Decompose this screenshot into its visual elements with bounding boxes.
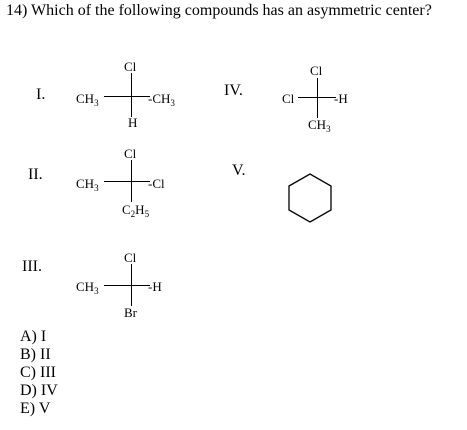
compound-ii-numeral: II. — [28, 166, 43, 183]
compound-iii-bottom: Br — [124, 305, 137, 320]
answer-d[interactable]: D) IV — [20, 382, 58, 399]
compound-v-numeral: V. — [232, 162, 246, 179]
answer-e[interactable]: E) V — [20, 400, 51, 417]
compound-iii-hbond — [104, 285, 150, 286]
compound-iv-bottom: CH3 — [308, 117, 331, 134]
compound-i-bottom: H — [128, 115, 138, 130]
compound-ii-top: Cl — [124, 146, 137, 161]
compound-iii-numeral: III. — [22, 258, 42, 275]
compound-iii-left: CH3 — [76, 279, 99, 296]
compound-ii-left: CH3 — [76, 176, 99, 193]
answer-c[interactable]: C) III — [20, 364, 56, 381]
compound-i-vbond — [131, 73, 132, 117]
answer-b[interactable]: B) II — [20, 346, 51, 363]
compound-iv-left: Cl — [282, 91, 295, 106]
compound-ii-right: -Cl — [148, 176, 165, 191]
compound-iv-right: -H — [334, 91, 348, 106]
compound-i-top: Cl — [124, 59, 137, 74]
compound-i-hbond — [104, 96, 150, 97]
compound-iv-top: Cl — [310, 63, 323, 78]
answer-a[interactable]: A) I — [20, 328, 47, 345]
compound-iii-top: Cl — [124, 250, 137, 265]
compound-ii-hbond — [104, 181, 150, 182]
compound-iii-right: -H — [148, 279, 162, 294]
compound-i-right: -CH3 — [148, 91, 175, 108]
compound-ii-bottom: C2H5 — [122, 202, 150, 219]
compound-iv-hbond — [298, 97, 336, 98]
compound-iv-numeral: IV. — [224, 82, 243, 99]
question-text: 14) Which of the following compounds has… — [6, 2, 432, 19]
cyclohexane-hexagon — [288, 173, 332, 223]
compound-i-left: CH3 — [76, 91, 99, 108]
compound-iv-vbond — [317, 78, 318, 118]
compound-i-numeral: I. — [36, 86, 46, 103]
answer-choices: A) I B) II C) III D) IV E) V — [20, 328, 58, 418]
